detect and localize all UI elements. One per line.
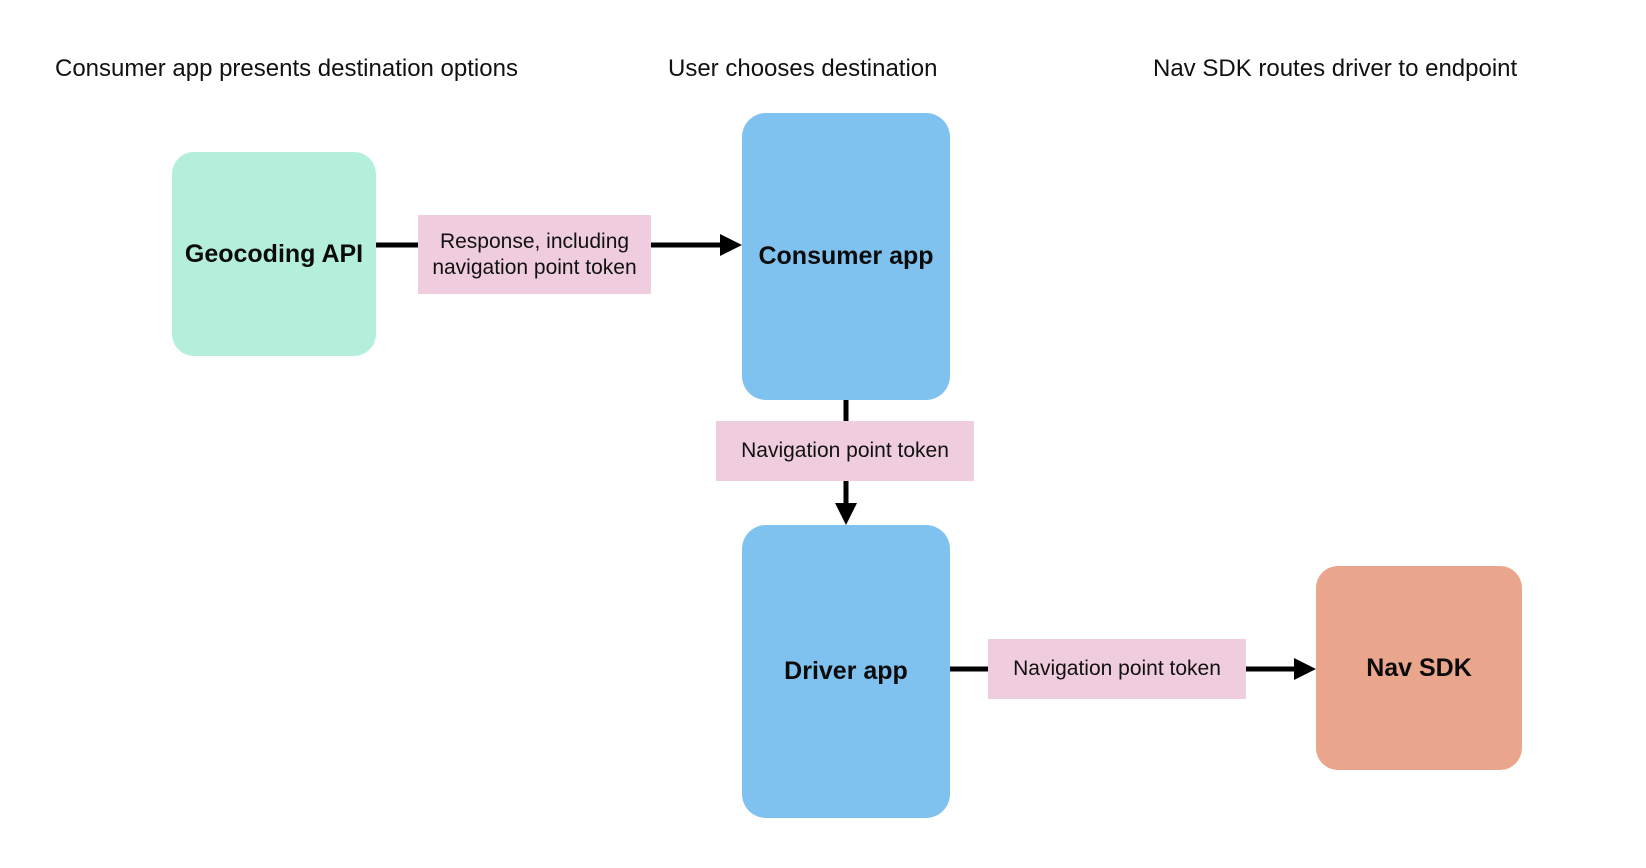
edge-label-response-including-navigation-point-token: Response, including navigation point tok… (418, 215, 651, 294)
node-geocoding-api[interactable]: Geocoding API (172, 152, 376, 356)
node-geocoding-api-label: Geocoding API (184, 239, 364, 268)
node-driver-app-label: Driver app (784, 657, 908, 686)
edge-label-navigation-point-token-consumer-driver: Navigation point token (716, 421, 974, 481)
node-nav-sdk[interactable]: Nav SDK (1316, 566, 1522, 770)
edge-label-response-text: Response, including navigation point tok… (432, 229, 637, 279)
edge-label-navigation-point-token-2-text: Navigation point token (1013, 657, 1221, 681)
node-consumer-app[interactable]: Consumer app (742, 113, 950, 400)
edge-label-navigation-point-token-driver-navsdk: Navigation point token (988, 639, 1246, 699)
node-consumer-app-label: Consumer app (758, 242, 934, 271)
column-header-nav-sdk: Nav SDK routes driver to endpoint (1153, 55, 1518, 82)
column-header-consumer-app: Consumer app presents destination option… (55, 55, 518, 82)
edge-label-navigation-point-token-1-text: Navigation point token (741, 439, 949, 463)
column-header-user-chooses: User chooses destination (668, 55, 938, 82)
node-nav-sdk-label: Nav SDK (1366, 653, 1472, 682)
node-driver-app[interactable]: Driver app (742, 525, 950, 818)
